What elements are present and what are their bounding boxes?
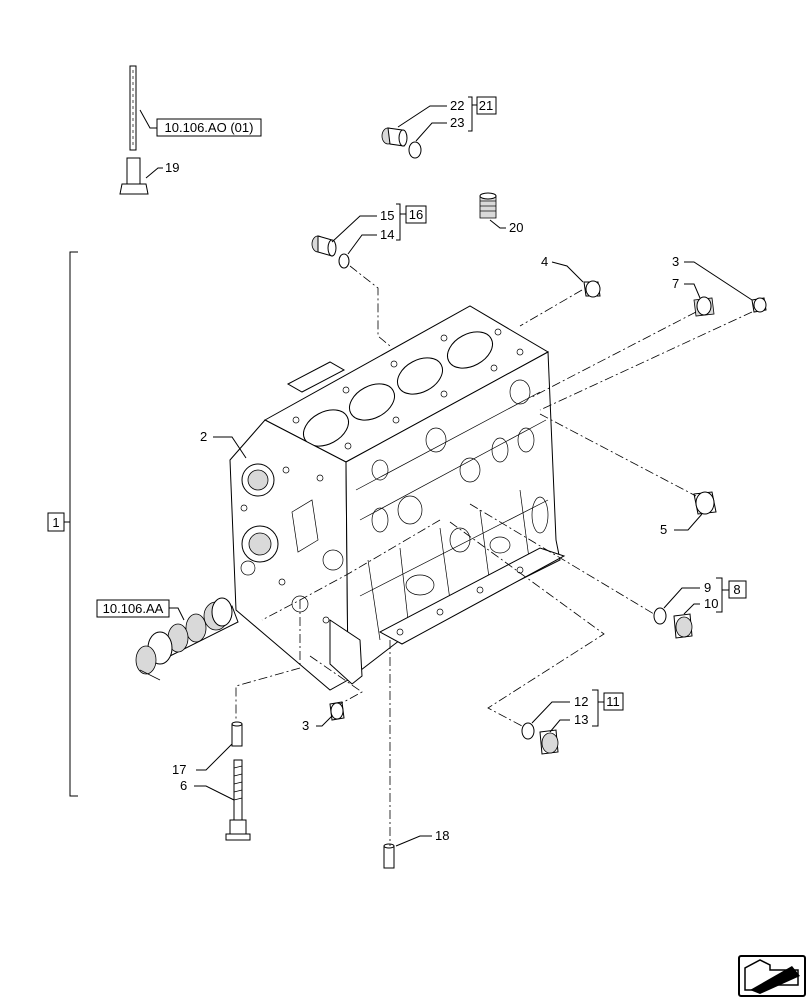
reference-box-10.106.AO[interactable]: [156, 118, 262, 137]
part-13-plug: [539, 729, 559, 755]
callout-6[interactable]: 6: [180, 778, 187, 793]
part-14-o-ring: [338, 253, 350, 269]
callout-box-16[interactable]: [405, 205, 427, 224]
callout-box-11[interactable]: [603, 692, 624, 711]
callout-16[interactable]: 16: [409, 207, 423, 222]
part-6-bolt: [225, 759, 251, 841]
part-7-bushing: [693, 296, 715, 317]
callout-box-8[interactable]: [728, 580, 747, 599]
next-page-arrow-icon[interactable]: [738, 955, 806, 997]
callout-3-bottom[interactable]: 3: [302, 718, 309, 733]
callout-17[interactable]: 17: [172, 762, 186, 777]
part-20-threaded-plug: [479, 192, 497, 219]
callout-14[interactable]: 14: [380, 227, 394, 242]
part-10-plug: [673, 613, 693, 639]
callout-7[interactable]: 7: [672, 276, 679, 291]
part-12-o-ring: [521, 722, 535, 740]
callout-box-21[interactable]: [476, 96, 497, 115]
callout-11[interactable]: 11: [606, 694, 620, 709]
reference-10.106.AA[interactable]: 10.106.AA: [103, 601, 164, 616]
callout-19[interactable]: 19: [165, 160, 179, 175]
part-9-o-ring: [653, 607, 667, 625]
callout-9[interactable]: 9: [704, 580, 711, 595]
part-3-plug-top: [751, 297, 767, 313]
part-3-plug-bottom: [329, 701, 345, 721]
callout-10[interactable]: 10: [704, 596, 718, 611]
part-19-bolt: [119, 65, 149, 195]
callout-8[interactable]: 8: [733, 582, 740, 597]
callout-18[interactable]: 18: [435, 828, 449, 843]
part-15-plug: [311, 235, 337, 257]
callout-12[interactable]: 12: [574, 694, 588, 709]
callout-13[interactable]: 13: [574, 712, 588, 727]
group-bracket-1: 1: [47, 251, 78, 797]
callout-20[interactable]: 20: [509, 220, 523, 235]
reference-10.106.AO[interactable]: 10.106.AO (01): [165, 120, 254, 135]
part-5-cup-plug: [693, 491, 717, 515]
part-2-cylinder-block: [229, 305, 566, 691]
part-4-cup-plug: [583, 280, 601, 298]
camshaft: [135, 597, 239, 681]
callout-5[interactable]: 5: [660, 522, 667, 537]
callout-22[interactable]: 22: [450, 98, 464, 113]
callout-4[interactable]: 4: [541, 254, 548, 269]
callout-23[interactable]: 23: [450, 115, 464, 130]
part-17-dowel: [231, 721, 243, 747]
callout-21[interactable]: 21: [479, 98, 493, 113]
assembly-center-lines: [235, 265, 753, 846]
part-22-plug: [381, 127, 408, 147]
part-23-o-ring: [408, 141, 422, 159]
callout-15[interactable]: 15: [380, 208, 394, 223]
callout-2[interactable]: 2: [200, 429, 207, 444]
part-18-dowel-pin: [383, 843, 395, 869]
callout-box-1[interactable]: [47, 512, 65, 532]
callout-3-top[interactable]: 3: [672, 254, 679, 269]
callout-1[interactable]: 1: [52, 515, 59, 530]
